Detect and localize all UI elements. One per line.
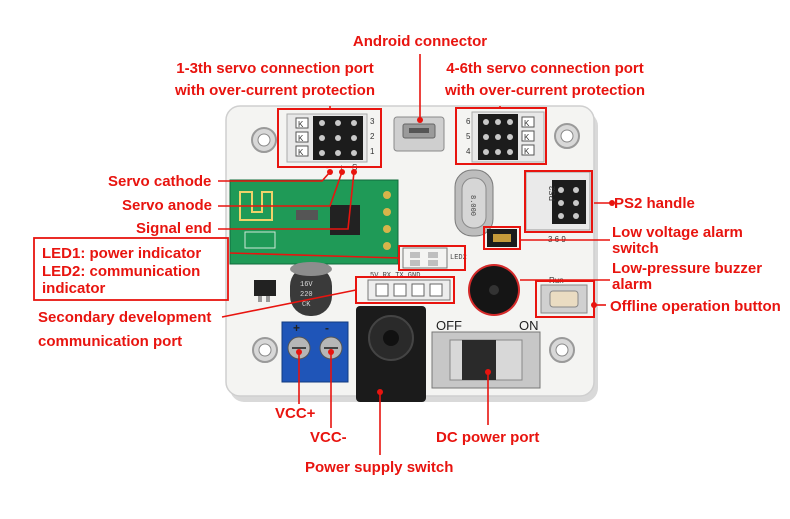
mounting-hole-bottom-left [252,337,278,363]
label-offline-button: Offline operation button [610,298,781,315]
label-vcc-minus: VCC- [310,429,347,446]
ps2-silk-label: PS2 [548,185,557,201]
label-buzzer-line1: Low-pressure buzzer [612,260,763,277]
ps2-header: 3 6 9 PS2 [525,171,591,244]
svg-text:K: K [524,119,530,128]
buzzer [468,264,520,316]
plus-silk: + [293,321,300,335]
svg-text:K: K [524,147,530,156]
label-led2-line2: indicator [42,280,106,297]
minus-silk: - [325,321,329,335]
leader-dots [296,117,615,395]
svg-text:1: 1 [370,147,375,156]
voltage-regulator [254,280,276,302]
box-run-button [535,280,595,318]
android-usb-connector [393,116,445,152]
svg-text:K: K [298,134,304,143]
label-low-voltage-line2: switch [612,240,659,257]
label-buzzer-line2: alarm [612,276,653,293]
low-voltage-jumper [487,229,517,247]
label-dc-port: DC power port [436,429,540,446]
leader-lines [218,54,612,455]
bluetooth-module [229,179,399,265]
label-servo-anode: Servo anode [122,197,213,214]
label-low-voltage-line1: Low voltage alarm [612,224,743,241]
crystal-oscillator: 8.000 [454,169,494,237]
led-indicators: LED2 [402,247,467,269]
label-secondary-line2: communication port [38,333,183,350]
mounting-hole-bottom-right [549,337,575,363]
label-ps2-handle: PS2 handle [614,195,695,212]
svg-text:4: 4 [466,147,471,156]
servo-header-4-6: K K K 6 5 4 [466,111,545,163]
label-led2-line1: LED2: communication [42,263,201,280]
svg-text:K: K [524,133,530,142]
label-led1: LED1: power indicator [42,245,202,262]
label-secondary-line1: Secondary development [38,309,212,326]
led-legend-box [33,237,229,301]
label-servo-1-3-line1: 1-3th servo connection port [176,60,374,77]
on-silk: ON [519,318,539,333]
slide-switch: OFF ON [431,318,541,389]
svg-text:2: 2 [370,132,375,141]
box-jumper [483,226,521,250]
label-servo-4-6-line1: 4-6th servo connection port [446,60,644,77]
label-vcc-plus: VCC+ [275,405,316,422]
cap-silk-3: CK [302,301,311,309]
crystal-label: 8.000 [468,195,476,216]
servo-header-1-3: K K K 3 2 1 [286,113,375,163]
cap-silk-1: 16V [300,281,313,289]
svg-text:3: 3 [370,117,375,126]
electrolytic-capacitor: 16V 220 CK [290,262,332,316]
cap-silk-2: 220 [300,291,313,299]
mounting-hole-top-left [251,127,277,153]
label-android-connector: Android connector [352,33,488,50]
dc-jack [356,306,426,402]
svg-text:6: 6 [466,117,471,126]
svg-text:K: K [298,148,304,157]
box-servo-4-6 [455,107,547,165]
label-signal-end: Signal end [136,220,212,237]
off-silk: OFF [436,318,462,333]
svg-text:5: 5 [466,132,471,141]
svg-text:K: K [298,120,304,129]
label-servo-4-6-line2: with over-current protection [444,82,646,99]
led-silk-label: LED2 [450,254,467,262]
mounting-hole-top-right [554,123,580,149]
power-terminal-block: + - [281,321,349,383]
label-servo-1-3-line2: with over-current protection [174,82,376,99]
box-ps2 [524,170,593,233]
label-power-switch: Power supply switch [305,459,454,476]
label-servo-cathode: Servo cathode [108,173,212,190]
